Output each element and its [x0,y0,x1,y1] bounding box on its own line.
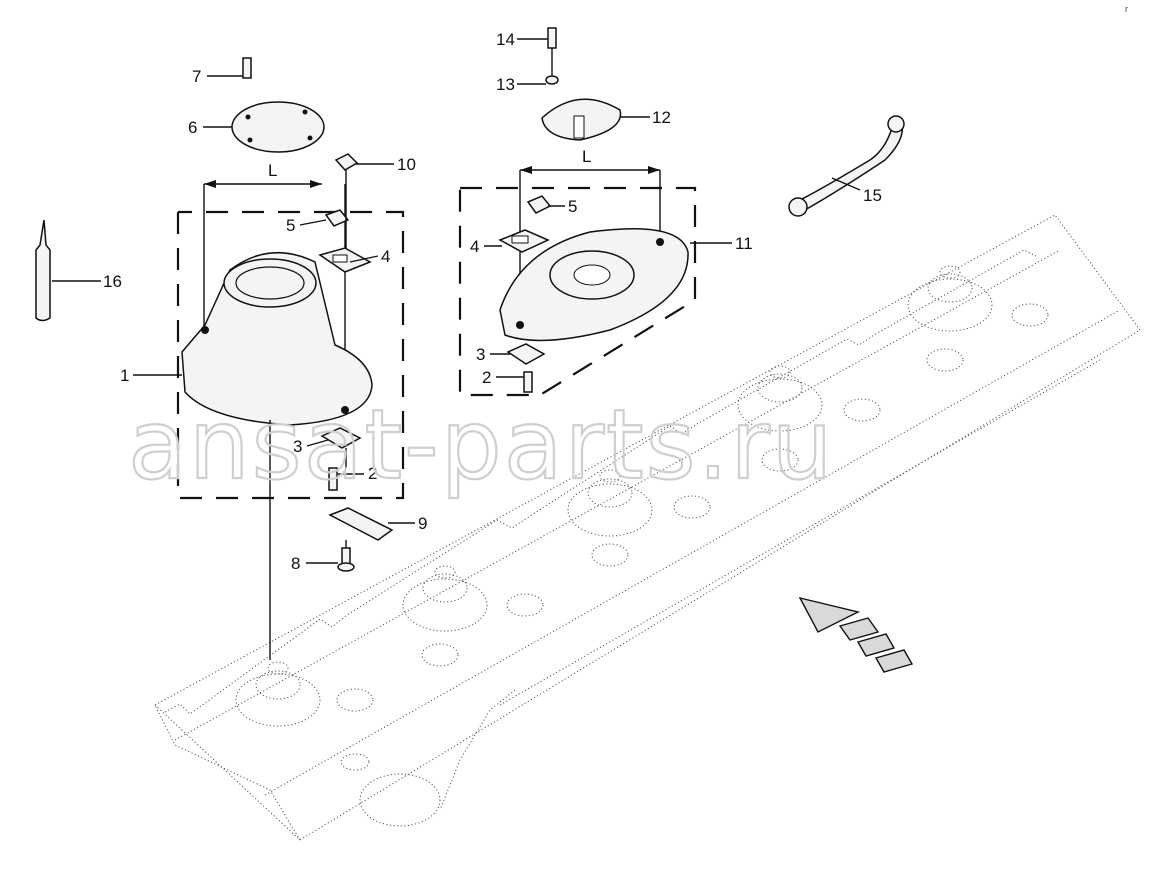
left-assembly-frame [176,210,405,500]
skid-plate [499,227,689,342]
callout-c8: 8 [291,554,300,573]
travel-direction-arrow [798,596,914,673]
rotor-hub-3 [567,469,653,537]
rotor-hub-5 [907,265,993,332]
clamp-plate-left [320,427,362,449]
blade-bolt [337,547,355,572]
right-assembly-frame [458,186,697,397]
callout-c7: 7 [192,67,201,86]
cutter-bar [154,214,1141,841]
callout-c13: 13 [496,75,515,94]
callout-c5b: 5 [568,197,577,216]
callout-c3b: 3 [476,345,485,364]
callout-c1: 1 [120,366,129,385]
bolt-right [523,371,533,393]
callout-c2b: 2 [482,368,491,387]
knife-blade [328,507,394,541]
nut-right [526,195,552,214]
cap-bolt [547,27,557,49]
callout-c9: 9 [418,514,427,533]
callout-c12: 12 [652,108,671,127]
callout-leader-c3a [306,439,329,447]
watermark: ansat-parts.ru [128,389,835,501]
rotor-cap [541,98,622,141]
ring-wrench [788,115,905,217]
nut-part-10 [334,153,359,171]
callout-c14: 14 [496,30,515,49]
sealant-tube [35,219,51,322]
callout-c2a: 2 [368,464,377,483]
nut-left [324,209,350,227]
callout-leader-c4a [349,255,379,263]
disc-cover [231,101,325,153]
corner-mark: r [1125,4,1128,14]
callout-c4a: 4 [381,247,390,266]
dimension-label-left: L [268,161,277,180]
cover-screw [242,57,252,79]
callout-c10: 10 [397,155,416,174]
rotor-hub-2 [402,565,488,632]
bolt-left [328,467,338,491]
clamp-plate-right [506,343,546,365]
callout-c16: 16 [103,272,122,291]
bracket-plate-right [498,229,550,253]
bracket-plate-left [318,247,372,273]
washer [545,75,559,85]
cone-housing [181,251,373,426]
callout-c3a: 3 [293,437,302,456]
callout-c11: 11 [735,234,753,253]
callout-c6: 6 [188,118,197,137]
callout-leader-c15 [831,177,861,191]
callout-c5a: 5 [286,216,295,235]
callout-leader-c5a [299,219,327,226]
dimension-label-right: L [582,147,591,166]
callout-c4b: 4 [470,237,479,256]
rotor-hub-1 [235,661,321,727]
callout-c15: 15 [863,186,882,205]
rotor-hub-4 [737,365,823,432]
